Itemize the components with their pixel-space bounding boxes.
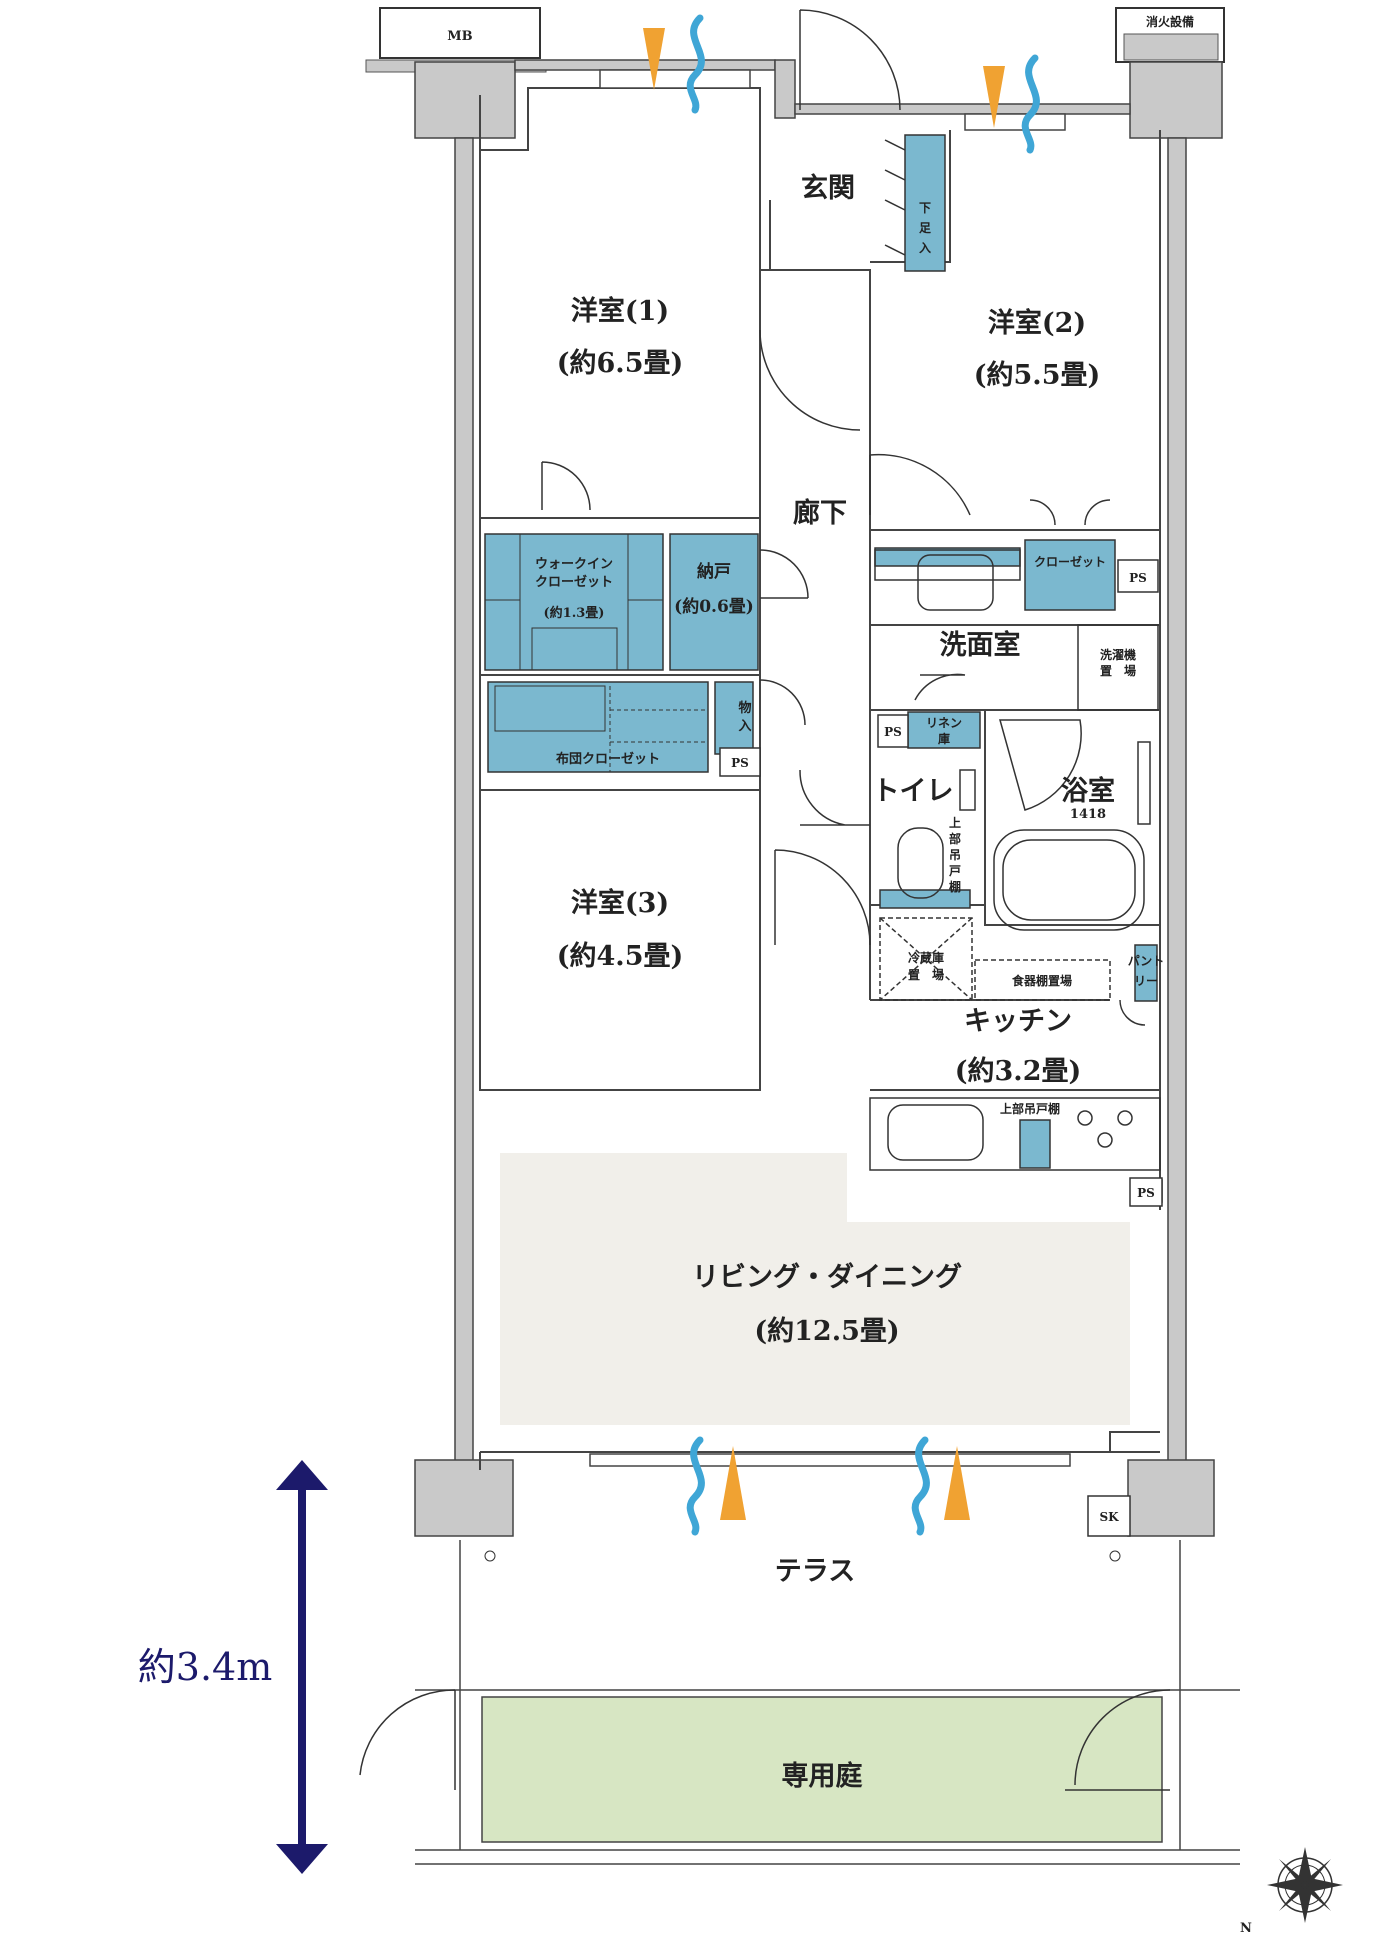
kitchen-size: (約3.2畳) <box>955 1055 1082 1087</box>
toilet-label: トイレ <box>873 776 954 807</box>
walkin-closet-fill <box>484 533 664 671</box>
dimension-label: 約3.4m <box>138 1645 272 1689</box>
storeroom-size: (約0.6畳) <box>674 596 754 617</box>
futon-closet-label: 布団クローゼット <box>556 751 660 767</box>
dimension-arrow <box>276 1460 328 1874</box>
ps-label: PS <box>1137 1186 1155 1200</box>
storeroom-label: 納戸 <box>697 561 731 582</box>
ps-label: PS <box>1129 571 1147 585</box>
storage-fill <box>714 681 754 755</box>
closet-label: クローゼット <box>1034 554 1106 569</box>
linen-fill <box>907 711 981 749</box>
svg-text:物: 物 <box>738 700 751 716</box>
washroom-label: 洗面室 <box>940 629 1021 661</box>
ps-label: PS <box>731 756 749 770</box>
linen-label-1: リネン <box>926 716 962 730</box>
drain-marker <box>1109 1550 1121 1562</box>
linen-label-2: 庫 <box>938 731 950 746</box>
closet-detail-lines <box>485 534 708 772</box>
sk-label: SK <box>1099 1510 1119 1524</box>
svg-text:足: 足 <box>919 221 931 235</box>
walkin-closet-label-2: クローゼット <box>535 574 613 590</box>
pantry-fill <box>1134 944 1158 1002</box>
walkin-closet-size: (約1.3畳) <box>544 605 605 621</box>
private-garden-label: 専用庭 <box>782 1760 863 1792</box>
western-room-3-size: (約4.5畳) <box>557 940 684 972</box>
light-icon <box>643 28 1005 1520</box>
kitchen-upper-cabinet-label: 上部吊戸棚 <box>1000 1101 1060 1116</box>
mb-label: MB <box>447 29 472 44</box>
svg-text:部: 部 <box>949 831 961 846</box>
private-garden-fill <box>481 1696 1163 1843</box>
washer-space-label-1: 洗濯機 <box>1100 647 1136 662</box>
svg-text:下: 下 <box>919 201 931 215</box>
bathroom-size: 1418 <box>1070 807 1106 822</box>
fire-equipment-label: 消火設備 <box>1146 14 1194 29</box>
fire-equipment-box: 消火設備 <box>1115 7 1225 63</box>
living-dining-label: リビング・ダイニング <box>692 1261 962 1293</box>
pantry-label-2: リー <box>1134 974 1158 988</box>
svg-text:入: 入 <box>738 719 751 734</box>
storeroom-fill <box>669 533 759 671</box>
living-dining-size: (約12.5畳) <box>754 1315 899 1347</box>
storage-label: 物 入 <box>738 700 751 734</box>
svg-text:上: 上 <box>949 815 961 830</box>
pantry-label-1: パント <box>1128 954 1165 968</box>
wind-icon <box>686 14 1040 1536</box>
fridge-space-label-1: 冷蔵庫 <box>908 950 944 965</box>
drain-marker <box>484 1550 496 1562</box>
ps-label: PS <box>884 725 902 739</box>
svg-text:入: 入 <box>919 241 931 255</box>
dish-shelf-label: 食器棚置場 <box>1011 973 1072 988</box>
terrace-label: テラス <box>775 1556 855 1587</box>
western-room-1-name: 洋室(1) <box>571 295 669 327</box>
shoe-storage-fill <box>904 134 946 272</box>
kitchen-cabinet-fill <box>1019 1119 1051 1169</box>
shoe-storage-label: 下 足 入 <box>919 201 931 255</box>
kitchen-label: キッチン <box>964 1006 1072 1037</box>
hallway-label: 廊下 <box>793 497 847 529</box>
western-room-1-size: (約6.5畳) <box>557 347 684 379</box>
interior-walls <box>479 87 1161 1470</box>
svg-text:棚: 棚 <box>949 879 961 894</box>
doors <box>359 9 1171 1791</box>
garden-rails <box>415 1540 1240 1865</box>
compass-north-label: N <box>1240 1921 1252 1936</box>
fixtures <box>869 549 1163 1203</box>
western-room-3-name: 洋室(3) <box>571 887 669 919</box>
fridge-space-label-2: 置 場 <box>908 967 944 982</box>
walkin-closet-label-1: ウォークイン <box>535 557 613 572</box>
living-dining-floor <box>500 1153 1130 1425</box>
ps-boxes <box>719 559 1163 1537</box>
closet-fill <box>1024 539 1116 611</box>
bathroom-label: 浴室 <box>1061 775 1115 807</box>
western-room-2-size: (約5.5畳) <box>974 359 1101 391</box>
western-room-2-name: 洋室(2) <box>988 307 1086 339</box>
svg-text:戸: 戸 <box>949 864 961 878</box>
svg-text:吊: 吊 <box>949 848 961 862</box>
toilet-upper-cabinet-label: 上 部 吊 戸 棚 <box>949 815 961 894</box>
washer-space-label-2: 置 場 <box>1100 663 1136 678</box>
futon-closet-fill <box>487 681 709 773</box>
toilet-shelf-fill <box>879 889 971 909</box>
compass-icon <box>1267 1847 1343 1923</box>
entrance-label: 玄関 <box>801 172 855 204</box>
structure <box>414 59 1223 1537</box>
